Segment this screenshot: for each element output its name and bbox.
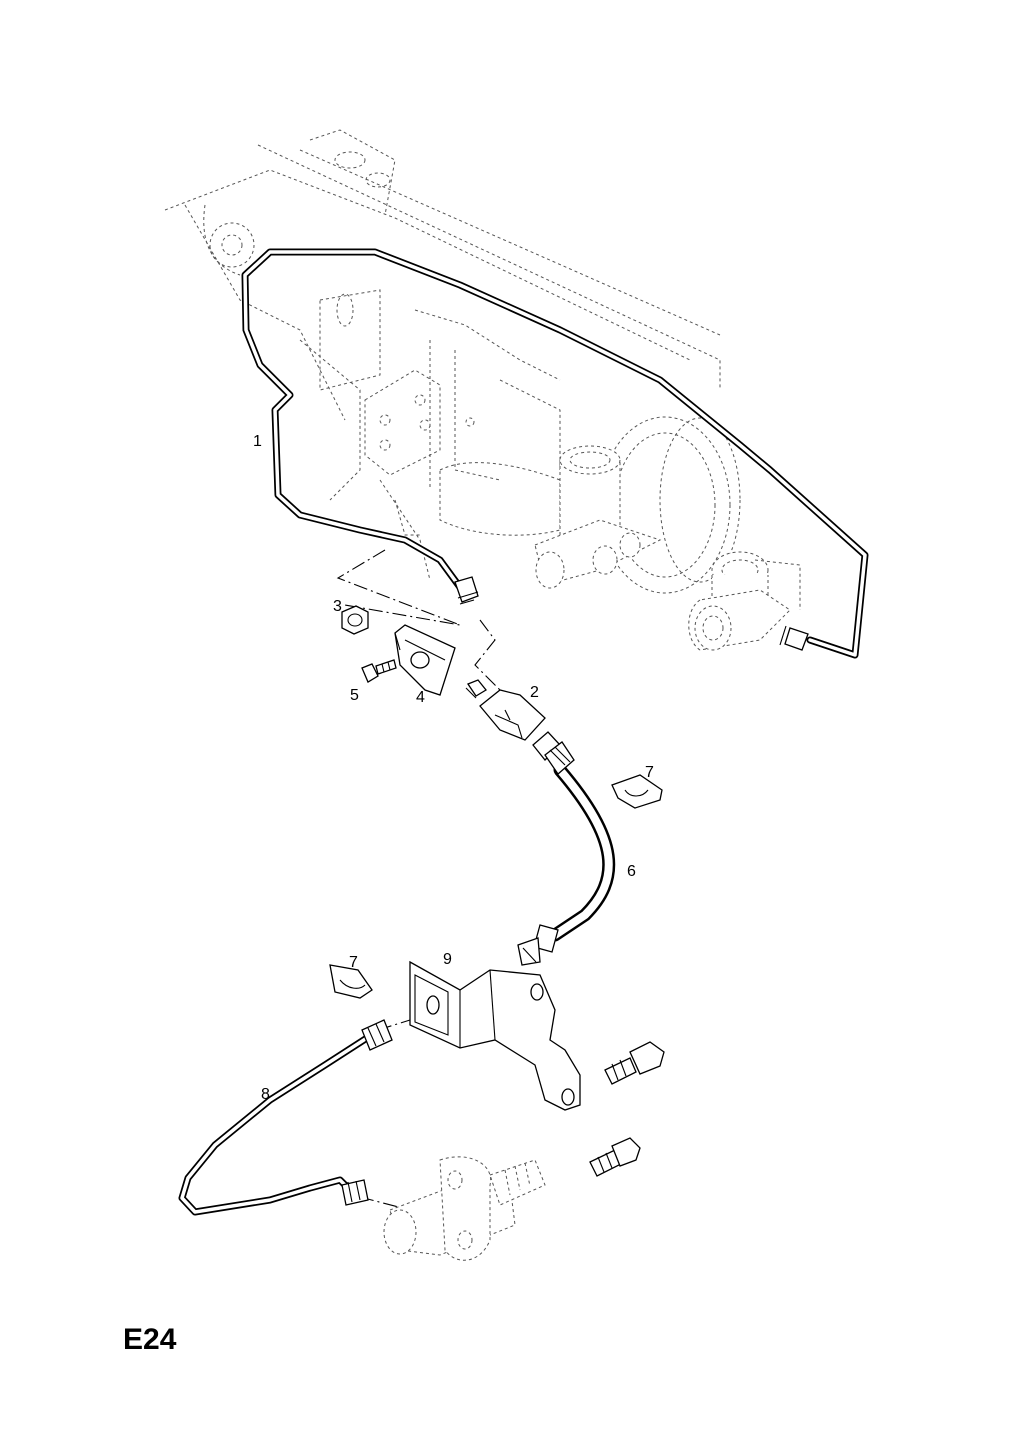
callout-9: 9 xyxy=(443,951,452,968)
bracket-bolts xyxy=(589,1041,665,1177)
callout-7-lower: 7 xyxy=(349,954,358,971)
pipe-bracket xyxy=(465,679,546,741)
callout-5: 5 xyxy=(350,687,359,704)
support-bracket xyxy=(409,960,581,1111)
slave-cylinder-ghost xyxy=(383,1156,546,1261)
diagram-code: E24 xyxy=(123,1323,177,1356)
mounting-bracket xyxy=(394,624,456,696)
clutch-pipe-lower xyxy=(178,1019,393,1216)
retaining-clip-lower xyxy=(329,964,373,999)
retaining-clip-upper xyxy=(611,774,663,809)
callout-2: 2 xyxy=(530,684,539,701)
callout-8: 8 xyxy=(261,1086,270,1103)
callout-3: 3 xyxy=(333,598,342,615)
callout-6: 6 xyxy=(627,863,636,880)
callout-1: 1 xyxy=(253,433,262,450)
bulkhead-assembly-ghost xyxy=(164,129,801,651)
bolt-part xyxy=(361,659,397,683)
nut-part xyxy=(341,605,369,635)
callout-4: 4 xyxy=(416,689,425,706)
callout-labels: 1 2 3 4 5 6 7 7 8 9 xyxy=(253,433,654,1103)
flexible-hose xyxy=(517,731,616,966)
callout-7-upper: 7 xyxy=(645,764,654,781)
clutch-pipe-upper xyxy=(241,248,869,659)
